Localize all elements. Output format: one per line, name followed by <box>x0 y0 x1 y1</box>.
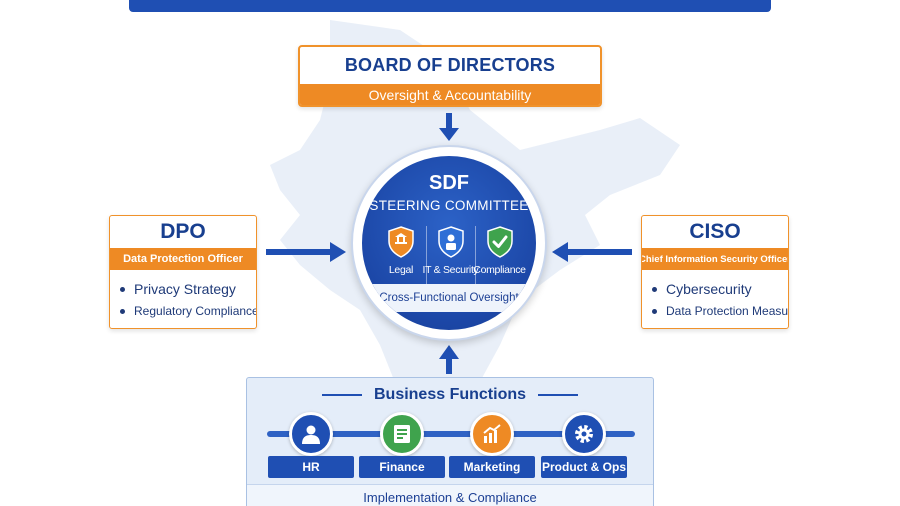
compliance-shield-icon <box>486 226 513 258</box>
list-item: Data Protection Measures <box>652 300 788 322</box>
function-product-ops: Product & Ops <box>541 412 627 478</box>
steering-title: SDF <box>429 172 469 194</box>
member-legal: Legal <box>377 226 425 284</box>
dpo-title: DPO <box>160 220 206 243</box>
function-finance: Finance <box>359 412 445 478</box>
bullet-icon <box>120 308 125 314</box>
function-label: Finance <box>359 456 445 478</box>
ciso-title: CISO <box>689 220 741 243</box>
legal-shield-icon <box>388 226 414 258</box>
committee-members: Legal IT & Security Compliance <box>377 226 526 284</box>
security-shield-icon <box>437 226 464 258</box>
list-item: Regulatory Compliance <box>120 300 256 322</box>
steering-committee-circle: SDF STEERING COMMITTEE Legal I <box>351 145 547 341</box>
person-icon <box>289 412 333 456</box>
dpo-box: DPO Data Protection Officer Privacy Stra… <box>109 215 257 329</box>
business-footer: Implementation & Compliance <box>247 484 653 506</box>
member-it-security: IT & Security <box>423 226 479 284</box>
member-label: Compliance <box>473 264 526 276</box>
steering-committee-core: SDF STEERING COMMITTEE Legal I <box>361 155 537 331</box>
function-hr: HR <box>268 412 354 478</box>
business-title: Business Functions <box>373 386 527 403</box>
growth-chart-icon <box>470 412 514 456</box>
member-label: IT & Security <box>422 264 479 276</box>
board-of-directors-box: BOARD OF DIRECTORS Oversight & Accountab… <box>298 45 602 107</box>
board-subtitle: Oversight & Accountability <box>300 84 600 105</box>
bullet-icon <box>652 308 657 314</box>
dpo-subtitle: Data Protection Officer <box>110 248 256 270</box>
function-label: Marketing <box>449 456 535 478</box>
document-icon <box>380 412 424 456</box>
list-item: Privacy Strategy <box>120 278 256 300</box>
ciso-subtitle: Chief Information Security Officer <box>642 248 788 270</box>
business-title-row: Business Functions <box>247 384 653 406</box>
member-label: Legal <box>388 264 414 276</box>
gear-icon <box>562 412 606 456</box>
list-item: Cybersecurity <box>652 278 788 300</box>
function-label: HR <box>268 456 354 478</box>
ciso-responsibilities: Cybersecurity Data Protection Measures <box>642 270 788 322</box>
dpo-responsibilities: Privacy Strategy Regulatory Compliance <box>110 270 256 322</box>
member-compliance: Compliance <box>473 226 526 284</box>
business-connector-track <box>267 431 635 437</box>
top-title-banner <box>129 0 771 12</box>
divider <box>538 394 579 396</box>
ciso-box: CISO Chief Information Security Officer … <box>641 215 789 329</box>
function-label: Product & Ops <box>541 456 627 478</box>
bullet-icon <box>652 286 657 292</box>
board-title: BOARD OF DIRECTORS <box>344 55 556 75</box>
steering-subtitle: STEERING COMMITTEE <box>369 198 529 213</box>
business-functions-panel: Business Functions HR Finance Marketing … <box>246 377 654 506</box>
function-marketing: Marketing <box>449 412 535 478</box>
divider <box>321 394 362 396</box>
bullet-icon <box>120 286 125 292</box>
steering-footer: Cross-Functional Oversight <box>362 284 536 312</box>
